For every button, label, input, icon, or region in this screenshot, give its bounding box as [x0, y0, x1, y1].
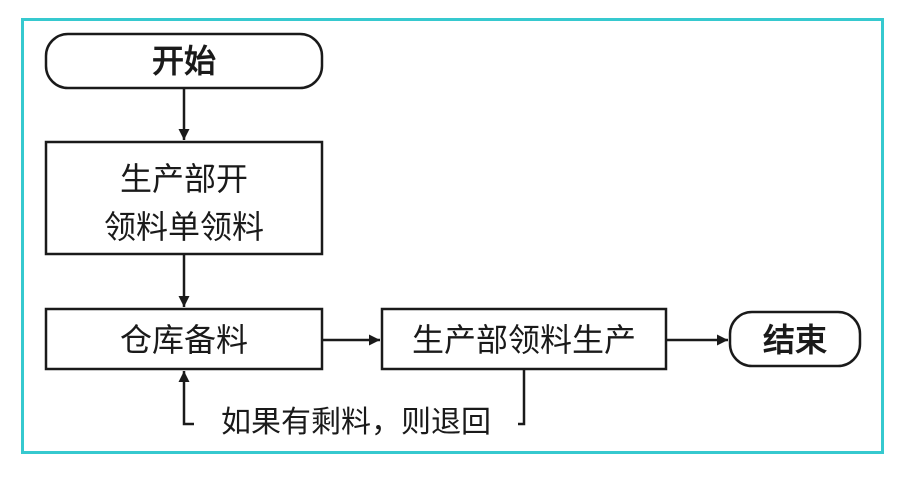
return-note: 如果有剩料，则退回	[221, 405, 491, 440]
request-label-line-1: 生产部开	[120, 160, 248, 198]
request-label-line-2: 领料单领料	[104, 208, 264, 246]
end-label: 结束	[763, 321, 827, 359]
end-node	[728, 310, 862, 368]
start-label: 开始	[152, 42, 216, 80]
production-label: 生产部领料生产	[412, 321, 636, 359]
warehouse-node	[44, 307, 324, 371]
return-note-background	[194, 400, 518, 440]
warehouse-label: 仓库备料	[120, 321, 248, 359]
